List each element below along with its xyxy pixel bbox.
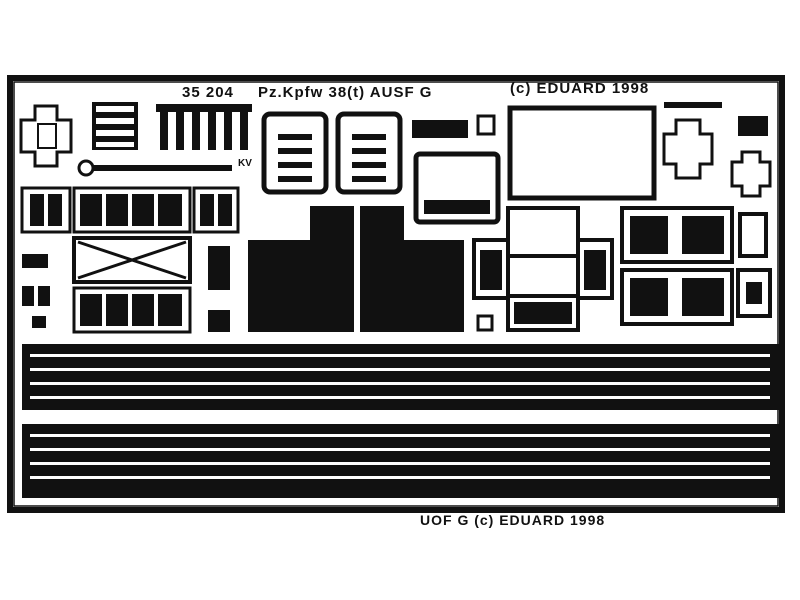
part-small-square-b xyxy=(476,314,494,332)
part-mesh-plate-right-top xyxy=(620,206,734,264)
part-cross-small-right xyxy=(730,150,772,198)
part-small-dark-top-right xyxy=(738,116,768,136)
part-long-rod xyxy=(77,159,232,177)
part-mesh-plate-right-bottom xyxy=(620,268,734,326)
part-x-frame xyxy=(72,236,192,284)
fret-inner-border xyxy=(13,81,779,507)
part-mesh-panel-b xyxy=(360,206,464,332)
footer-partial-text: UOF G (c) EDUARD 1998 xyxy=(420,512,606,528)
part-dotted-panel xyxy=(413,151,501,225)
part-hatch-left xyxy=(261,111,329,195)
part-hinge-stack xyxy=(92,102,138,150)
kit-title: Pz.Kpfw 38(t) AUSF G xyxy=(258,84,433,101)
part-strip-band-upper xyxy=(22,344,780,410)
part-hatch-right xyxy=(335,111,403,195)
part-large-plate xyxy=(507,105,657,201)
part-comb xyxy=(156,104,252,150)
part-small-left-b xyxy=(22,286,34,306)
kit-number: 35 204 xyxy=(182,84,234,101)
copyright-text: (c) EDUARD 1998 xyxy=(510,80,650,97)
part-dotted-enclosure xyxy=(472,206,614,332)
part-dark-strip xyxy=(412,120,468,138)
part-window-lower xyxy=(72,286,192,334)
part-small-left-a xyxy=(22,254,48,268)
part-cross-top-left xyxy=(19,104,73,168)
part-small-square xyxy=(476,114,496,136)
part-thin-bar xyxy=(664,102,722,108)
part-small-vert-b xyxy=(208,310,230,332)
part-small-left-d xyxy=(32,316,46,328)
part-frame-right-b xyxy=(736,268,772,318)
part-frame-right-a xyxy=(738,212,768,258)
part-small-vert-a xyxy=(208,246,230,290)
part-small-left-c xyxy=(38,286,50,306)
part-strip-band-lower xyxy=(22,424,780,498)
part-mesh-panel-a xyxy=(248,206,354,332)
part-window-row xyxy=(20,186,240,234)
part-cross-right xyxy=(662,118,714,180)
kv-label: KV xyxy=(238,158,252,169)
